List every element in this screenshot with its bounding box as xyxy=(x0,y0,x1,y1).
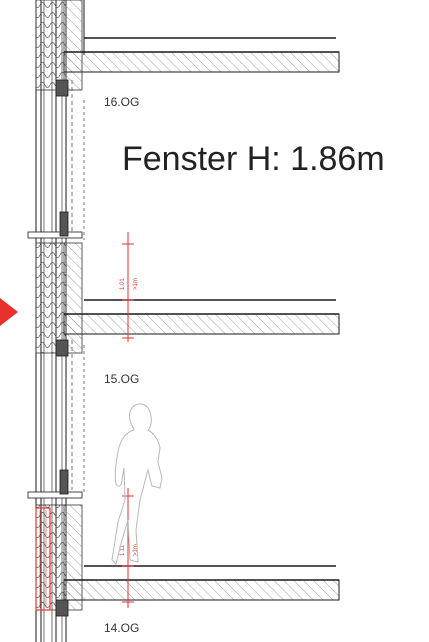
person-silhouette xyxy=(111,403,163,565)
window-height-title: Fenster H: 1.86m xyxy=(122,140,385,178)
floor-label-15: 15.OG xyxy=(104,372,140,386)
red-accents xyxy=(0,298,51,611)
dimension-line-upper xyxy=(122,232,134,342)
dimension-line-lower xyxy=(122,488,134,608)
dimension-value-lower: 1.11 xyxy=(120,544,126,556)
dimension-note-upper: >1m xyxy=(133,278,139,290)
floor-label-16: 16.OG xyxy=(104,95,140,109)
floor-slabs xyxy=(63,37,340,601)
dimension-value-upper: 1.01 xyxy=(120,278,126,290)
arrow-marker xyxy=(0,298,18,326)
sill-details xyxy=(27,79,83,617)
floor-label-14: 14.OG xyxy=(104,621,140,635)
dimension-note-lower: >1m xyxy=(133,544,139,556)
red-panel xyxy=(35,507,51,611)
insulation-blocks xyxy=(35,0,83,611)
